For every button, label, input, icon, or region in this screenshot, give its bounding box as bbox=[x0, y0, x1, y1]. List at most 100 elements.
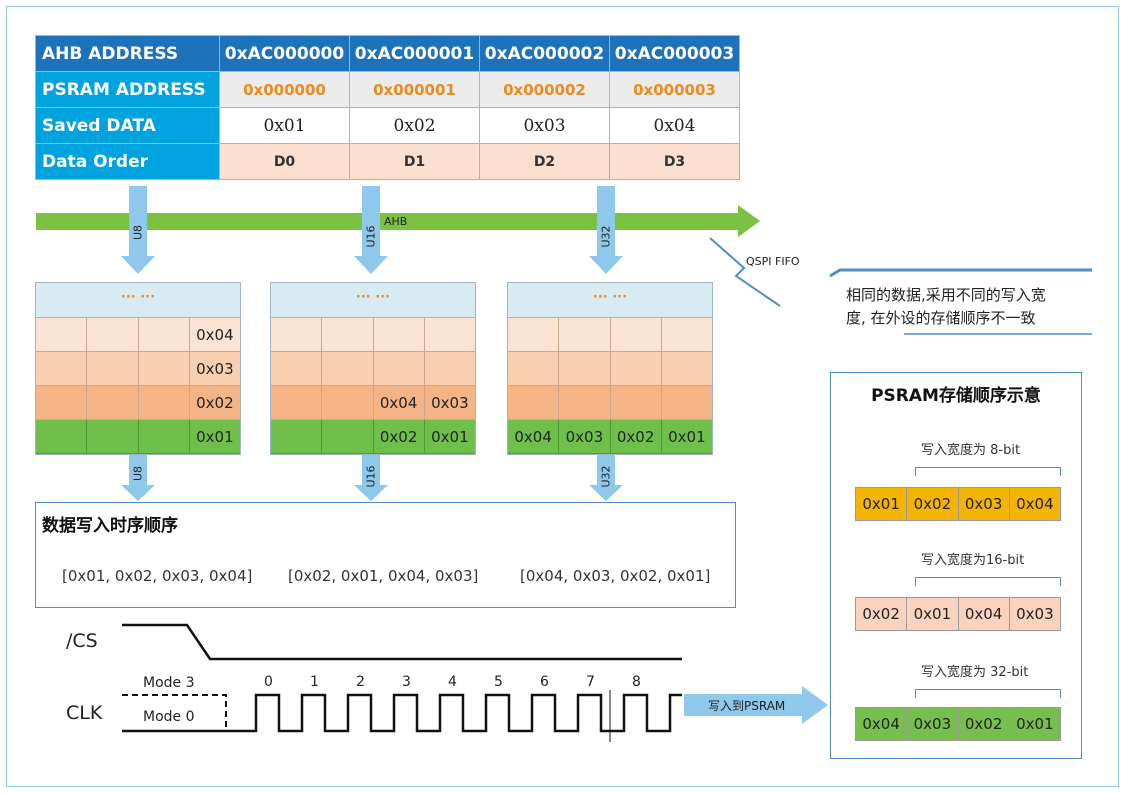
grid-row bbox=[271, 318, 475, 352]
psram-cell: 0x02 bbox=[907, 488, 959, 520]
grid-cell bbox=[138, 352, 190, 386]
table-cell: 0xAC000000 bbox=[219, 35, 350, 72]
clk-tick: 4 bbox=[448, 674, 457, 690]
psram-cell: 0x04 bbox=[856, 708, 908, 740]
table-cell: 0xAC000003 bbox=[609, 35, 740, 72]
width-label-u32-bottom: U32 bbox=[599, 465, 613, 488]
grid-cell: 0x03 bbox=[424, 386, 475, 420]
table-cell: 0x000003 bbox=[609, 71, 740, 108]
clk-tick: 5 bbox=[494, 674, 503, 690]
fifo-grid-u8: ··· ··· 0x04 0x03 0x02 0x01 bbox=[35, 282, 241, 455]
table-cell: D3 bbox=[609, 143, 740, 180]
grid-cell bbox=[87, 420, 139, 454]
grid-cell bbox=[424, 318, 475, 352]
table-cell: 0x01 bbox=[219, 107, 350, 144]
grid-cell bbox=[271, 318, 323, 352]
grid-cell bbox=[87, 352, 139, 386]
grid-cell: 0x02 bbox=[610, 420, 662, 454]
cs-waveform bbox=[122, 623, 682, 661]
mode3-label: Mode 3 bbox=[143, 675, 195, 691]
note-divider-line bbox=[829, 268, 1092, 278]
order-note: 相同的数据,采用不同的写入宽 度, 在外设的存储顺序不一致 bbox=[846, 284, 1086, 330]
grid-row: 0x03 bbox=[36, 352, 240, 386]
ahb-label: AHB bbox=[384, 215, 408, 228]
grid-cell: 0x01 bbox=[661, 420, 712, 454]
grid-cell bbox=[271, 386, 323, 420]
bracket bbox=[915, 467, 1061, 476]
clk-tick: 6 bbox=[540, 674, 549, 690]
psram-cell: 0x01 bbox=[1016, 715, 1054, 733]
grid-cell bbox=[322, 318, 374, 352]
psram-row-8bit: 0x01 0x02 0x03 0x04 bbox=[855, 487, 1061, 521]
width-arrow-u32-bottom bbox=[589, 451, 623, 501]
grid-cell bbox=[87, 386, 139, 420]
grid-cell: 0x04 bbox=[373, 386, 425, 420]
grid-cell bbox=[36, 386, 88, 420]
grid-cell bbox=[36, 318, 88, 352]
mode3-waveform bbox=[122, 694, 227, 731]
clk-tick: 3 bbox=[402, 674, 411, 690]
row-label: PSRAM ADDRESS bbox=[35, 71, 220, 108]
grid-cell: 0x04 bbox=[508, 420, 560, 454]
grid-cell bbox=[559, 386, 611, 420]
width-label-u32: U32 bbox=[599, 225, 613, 248]
sequence-title: 数据写入时序顺序 bbox=[42, 516, 178, 536]
grid-cell bbox=[508, 352, 560, 386]
sequence-u8: [0x01, 0x02, 0x03, 0x04] bbox=[62, 567, 253, 585]
width-arrow-u16-bottom bbox=[354, 451, 388, 501]
grid-row: 0x04 bbox=[36, 318, 240, 352]
clk-tick: 0 bbox=[264, 674, 273, 690]
diagram-frame bbox=[6, 6, 1119, 787]
grid-cell bbox=[271, 352, 323, 386]
clk-label: CLK bbox=[66, 702, 103, 724]
grid-cell bbox=[87, 318, 139, 352]
table-cell: 0x000002 bbox=[479, 71, 610, 108]
grid-cell bbox=[271, 420, 323, 454]
fifo-divider-line bbox=[709, 237, 781, 307]
grid-row bbox=[508, 386, 712, 420]
grid-cell: 0x01 bbox=[189, 420, 240, 454]
clk-tick: 2 bbox=[356, 674, 365, 690]
clk-waveform bbox=[122, 693, 682, 733]
table-cell: D1 bbox=[349, 143, 480, 180]
qspi-fifo-label: QSPI FIFO bbox=[746, 255, 800, 268]
sequence-u32: [0x04, 0x03, 0x02, 0x01] bbox=[520, 567, 711, 585]
psram-cell: 0x02 bbox=[856, 598, 908, 630]
grid-cell: 0x03 bbox=[189, 352, 240, 386]
psram-row-16bit: 0x02 0x01 0x04 0x03 bbox=[855, 597, 1061, 631]
grid-cell bbox=[424, 352, 475, 386]
table-cell: D0 bbox=[219, 143, 350, 180]
grid-overflow-dots: ··· ··· bbox=[36, 283, 240, 318]
width-arrow-u8-top bbox=[121, 186, 155, 274]
table-row: Saved DATA 0x01 0x02 0x03 0x04 bbox=[35, 107, 740, 144]
grid-cell: 0x04 bbox=[189, 318, 240, 352]
grid-cell bbox=[661, 386, 712, 420]
grid-row bbox=[508, 352, 712, 386]
grid-cell bbox=[661, 318, 712, 352]
width-label-16bit: 写入宽度为16-bit bbox=[921, 553, 1025, 568]
grid-cell bbox=[373, 318, 425, 352]
mode0-label: Mode 0 bbox=[143, 709, 195, 725]
grid-overflow-dots: ··· ··· bbox=[508, 283, 712, 318]
table-cell: 0xAC000002 bbox=[479, 35, 610, 72]
width-label-8bit: 写入宽度为 8-bit bbox=[921, 443, 1021, 458]
write-to-psram-label: 写入到PSRAM bbox=[708, 699, 786, 713]
psram-cell: 0x03 bbox=[959, 488, 1010, 520]
psram-row-32bit: 0x04 0x03 0x02 0x01 bbox=[855, 707, 1061, 741]
table-cell: 0x04 bbox=[609, 107, 740, 144]
width-arrow-u32-top bbox=[589, 186, 623, 274]
grid-cell bbox=[610, 318, 662, 352]
bracket bbox=[915, 689, 1061, 698]
write-to-psram-arrow bbox=[684, 686, 828, 724]
table-row: PSRAM ADDRESS 0x000000 0x000001 0x000002… bbox=[35, 71, 740, 108]
psram-cell: 0x04 bbox=[1016, 495, 1054, 513]
psram-cell: 0x01 bbox=[907, 598, 959, 630]
bracket bbox=[915, 577, 1061, 586]
width-arrow-u16-top bbox=[354, 186, 388, 274]
